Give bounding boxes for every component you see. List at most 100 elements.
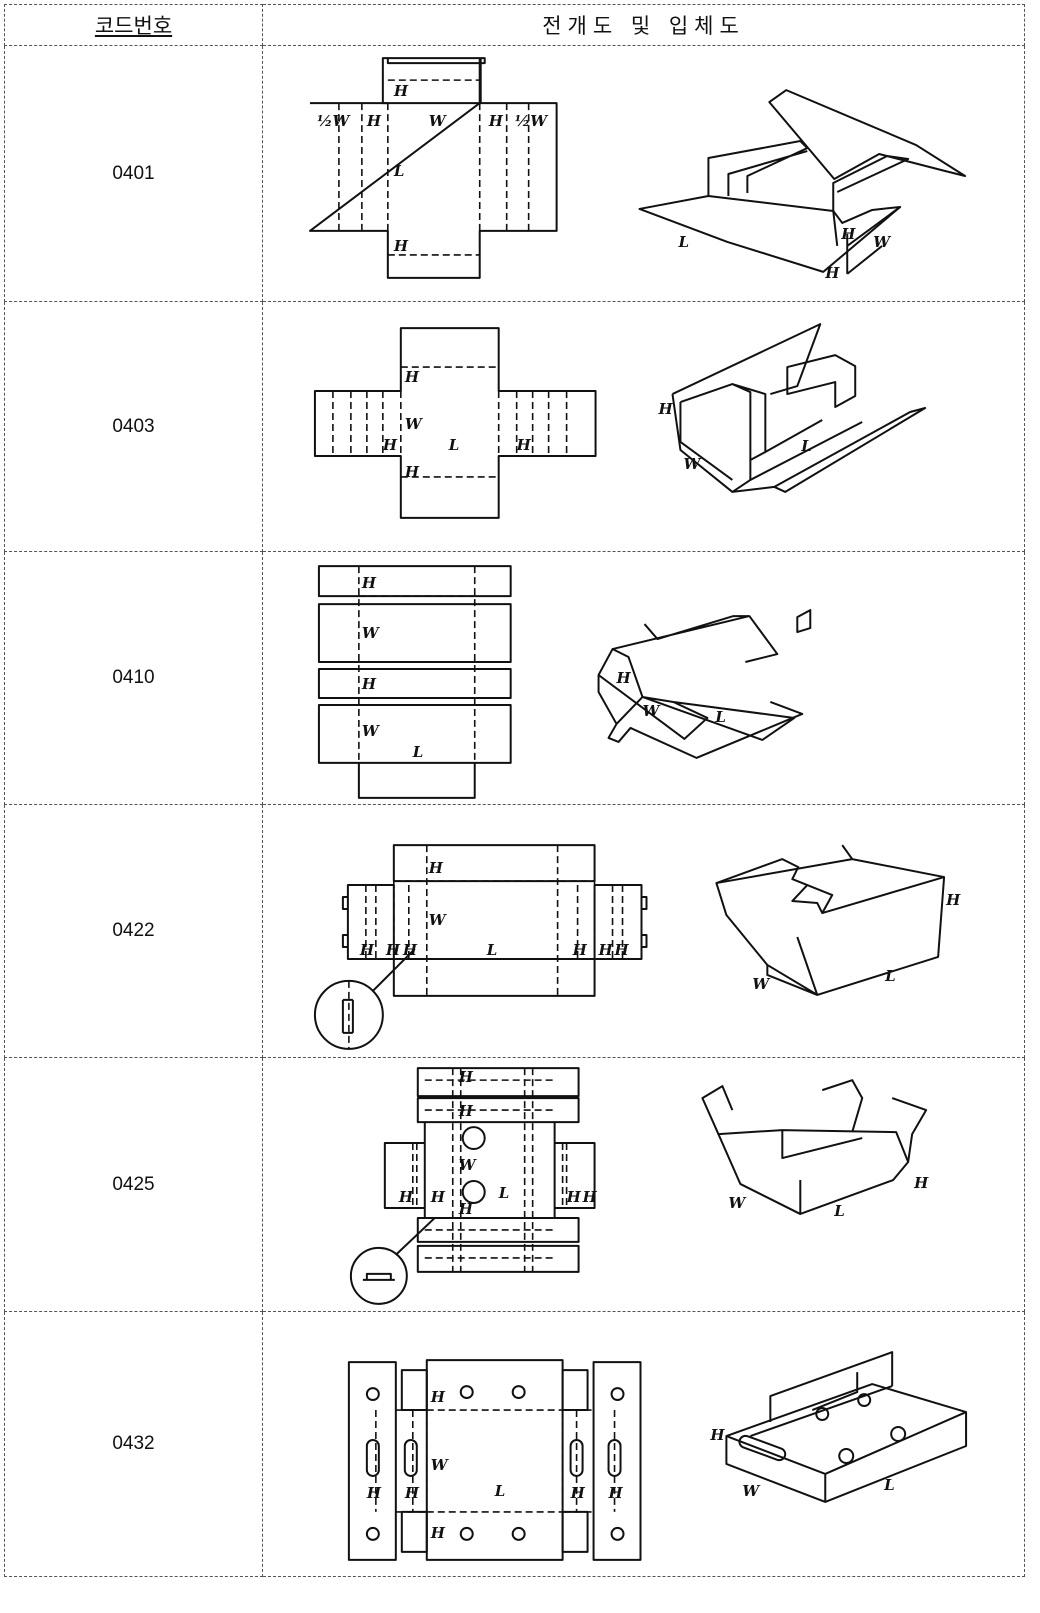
table-row: 0403 H W H L H H — [4, 301, 1025, 552]
flat-label: L — [393, 162, 405, 180]
fold-lines — [412, 1068, 568, 1272]
flat-label: H — [570, 1484, 586, 1502]
flat-label: H — [404, 463, 420, 481]
iso-edges — [846, 206, 901, 275]
box-0425-figures: H H W H H H L H H — [349, 1067, 929, 1305]
figure-cell: H W H L H H H W L — [262, 301, 1025, 552]
box-0401-figures: ½W H W H ½W H L H L H — [308, 57, 967, 282]
hand-hole — [365, 1526, 380, 1541]
flat-label: W — [431, 1456, 450, 1474]
iso-outline — [715, 858, 946, 996]
code-cell: 0401 — [4, 45, 263, 302]
box-0403-figures: H W H L H H H W L — [313, 323, 927, 519]
flat-label: H — [566, 1188, 582, 1206]
flat-label: H — [359, 941, 375, 959]
figure-column-header: 전개도 및 입체도 — [262, 4, 1025, 46]
iso-label: H — [709, 1426, 725, 1444]
flat-label: W — [459, 1156, 478, 1174]
hand-hole — [365, 1439, 380, 1477]
table-row: 0425 H H W H H H L H — [4, 1057, 1025, 1312]
die-line — [400, 1369, 589, 1553]
flat-label: H — [430, 1188, 446, 1206]
hand-hole — [459, 1385, 474, 1400]
code-cell: 0425 — [4, 1057, 263, 1312]
code-cell: 0432 — [4, 1311, 263, 1577]
table-row: 0410 H W H W L H — [4, 551, 1025, 805]
flat-label: H — [382, 436, 398, 454]
flat-label: H — [430, 1524, 446, 1542]
flat-label: H — [430, 1388, 446, 1406]
die-line — [383, 1067, 596, 1273]
flat-label: L — [498, 1184, 510, 1202]
iso-label: H — [913, 1174, 929, 1192]
iso-view-0422: H W L — [715, 844, 961, 996]
die-line — [347, 1359, 642, 1561]
code-cell: 0422 — [4, 804, 263, 1058]
iso-view-0432: H W L — [709, 1351, 968, 1503]
flat-label: W — [405, 415, 424, 433]
hand-hole — [511, 1385, 526, 1400]
flat-label: W — [429, 911, 448, 929]
iso-label: H — [945, 891, 961, 909]
flat-label: H — [458, 1068, 474, 1086]
table-row: 0432 — [4, 1311, 1025, 1577]
box-code-table: 코드번호 전개도 및 입체도 0401 ½W H W H ½W — [4, 4, 1025, 1577]
table-row: 0401 ½W H W H ½W H L H — [4, 45, 1025, 302]
iso-label: L — [714, 708, 726, 726]
detail-callout-pointer — [362, 1217, 436, 1281]
flat-label: H — [428, 859, 444, 877]
flat-pattern-0422: H W H H H L H H H — [313, 844, 648, 1050]
hand-hole — [607, 1439, 622, 1477]
detail-callout — [461, 1126, 486, 1151]
flat-label: W — [362, 624, 381, 642]
flat-label: L — [448, 436, 460, 454]
iso-edges — [841, 844, 854, 860]
die-line — [313, 327, 597, 519]
flat-label: H — [366, 1484, 382, 1502]
flat-label: L — [486, 941, 498, 959]
iso-label: H — [840, 225, 856, 243]
detail-callout — [349, 1246, 408, 1305]
flat-label: H — [488, 112, 504, 130]
iso-outline — [725, 1383, 968, 1503]
fold-lines — [332, 366, 568, 478]
die-line — [341, 896, 648, 948]
flat-label: H — [582, 1188, 598, 1206]
flat-label: L — [412, 743, 424, 761]
fold-lines — [358, 566, 476, 763]
figure-cell: H W H H L H H H — [262, 1311, 1025, 1577]
flat-label: H — [614, 941, 630, 959]
iso-panels — [597, 609, 812, 759]
iso-label: L — [884, 967, 896, 985]
iso-label: W — [683, 455, 702, 473]
iso-label: W — [728, 1194, 747, 1212]
hand-hole — [815, 1407, 830, 1422]
box-0432-figures: H W H H L H H H — [347, 1351, 968, 1561]
iso-outline — [597, 648, 796, 741]
iso-panels — [679, 354, 857, 481]
hand-hole — [857, 1393, 872, 1408]
iso-label: H — [824, 264, 840, 282]
hand-hole — [403, 1439, 418, 1477]
iso-panels — [726, 1351, 967, 1502]
fold-lines — [338, 79, 530, 256]
hand-hole — [738, 1434, 787, 1462]
iso-label: W — [643, 702, 662, 720]
flat-label: H — [398, 1188, 414, 1206]
hand-hole — [459, 1526, 474, 1541]
code-column-header: 코드번호 — [4, 4, 263, 46]
flat-label: L — [494, 1482, 506, 1500]
iso-label: L — [677, 233, 689, 251]
iso-view-0401: L H W H — [638, 89, 967, 282]
figure-cell: H W H H H L H H H — [262, 804, 1025, 1058]
flat-label: H — [598, 941, 614, 959]
iso-panels — [716, 858, 945, 996]
iso-view-0403: H W L — [657, 323, 927, 493]
flat-pattern-0401: ½W H W H ½W H L H — [308, 57, 558, 279]
fold-lines — [375, 1409, 616, 1513]
code-cell: 0403 — [4, 301, 263, 552]
iso-panels — [701, 1079, 928, 1215]
flat-label: ½W — [515, 112, 550, 130]
flat-pattern-0432: H W H H L H H H — [347, 1359, 642, 1561]
flat-label: ½W — [317, 112, 352, 130]
